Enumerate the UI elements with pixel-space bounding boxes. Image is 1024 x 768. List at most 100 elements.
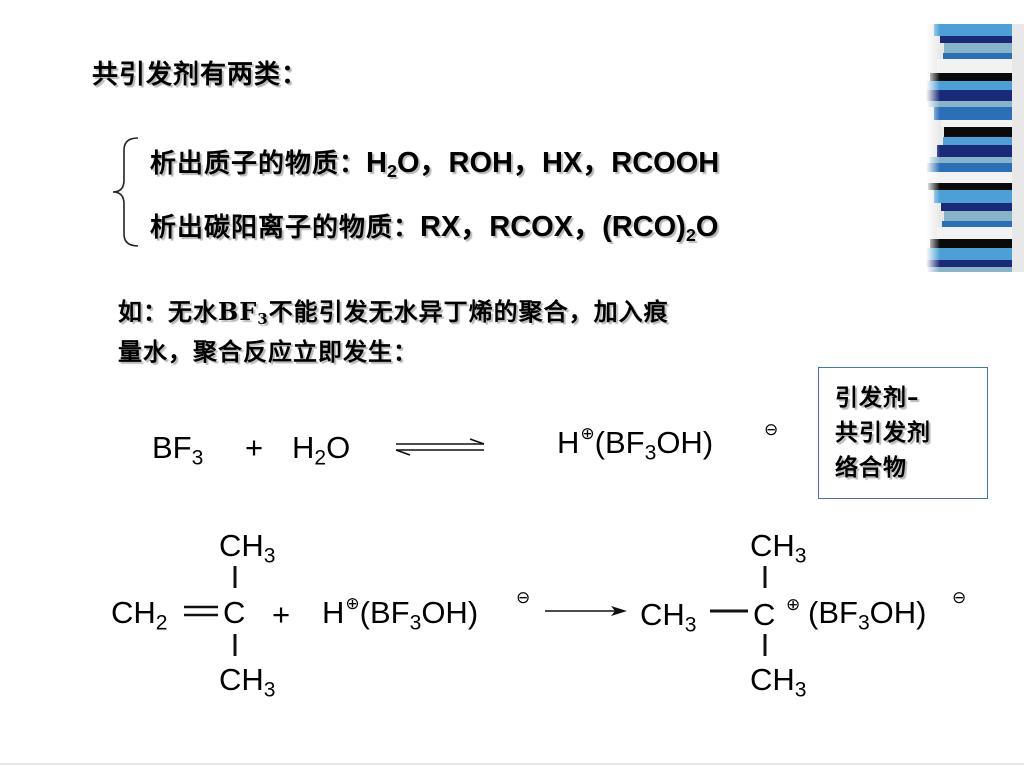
stripe	[940, 36, 1012, 43]
stripe	[926, 260, 1012, 267]
double-bond	[184, 605, 218, 617]
plus-sign: +	[272, 597, 291, 632]
carbocation-donor-formulas: RX，RCOX，(RCO)2O	[420, 211, 719, 246]
stripe	[941, 203, 1012, 211]
negative-charge-icon: ⊖	[516, 588, 531, 607]
reactant-water: H2O	[292, 430, 351, 468]
formula-part: H	[557, 425, 580, 460]
stripe	[942, 221, 1012, 227]
formula-subscript: 2	[155, 611, 168, 635]
complex-note-box: 引发剂– 共引发剂 络合物	[818, 367, 988, 499]
stripe	[928, 267, 1012, 272]
reaction-arrow-icon	[545, 606, 627, 616]
equilibrium-arrow-icon	[395, 438, 485, 456]
example-line-2: 量水，聚合反应立即发生：	[118, 337, 418, 366]
stripe	[944, 127, 1012, 137]
stripe	[928, 101, 1012, 107]
stripe	[934, 24, 1012, 36]
stripe	[937, 145, 1012, 157]
example-text: 不能引发无水异丁烯的聚合，加入痕	[268, 297, 669, 326]
formula-part: OH)	[421, 595, 479, 630]
stripe	[944, 43, 1012, 53]
proton-donor-line: 析出质子的物质：H2O，ROH，HX，RCOOH	[150, 139, 719, 181]
formula-subscript: 3	[191, 446, 204, 470]
formula-subscript: 3	[857, 611, 870, 635]
stripe	[928, 183, 1012, 190]
formula-part: CH	[640, 597, 685, 632]
formula-part: O	[695, 211, 719, 243]
formula-part: (BF	[808, 595, 858, 630]
stripe	[930, 73, 1012, 81]
formula-subscript: 2	[314, 446, 327, 470]
stripe	[941, 120, 1012, 127]
proton-donor-label: 析出质子的物质：	[150, 149, 367, 179]
stripe	[926, 81, 1012, 90]
formula-subscript: 2	[386, 161, 397, 182]
carbocation-top-methyl: CH3	[750, 528, 807, 566]
bond-vertical-top	[763, 566, 767, 588]
example-formula-subscript: 3	[257, 310, 269, 329]
formula-part: CH	[219, 528, 264, 563]
positive-charge-icon: ⊕	[580, 424, 595, 443]
formula-part: O	[326, 430, 351, 465]
stripe	[926, 248, 1012, 260]
stripe	[934, 107, 1012, 120]
stripe	[944, 211, 1012, 221]
note-line: 共引发剂	[835, 419, 931, 446]
plus-sign: +	[245, 430, 264, 465]
carbocation-left-methyl: CH3	[640, 597, 697, 635]
formula-part: (BF	[594, 425, 645, 460]
decorative-striped-column	[926, 24, 1024, 272]
formula-part: H	[292, 430, 315, 465]
negative-charge-icon: ⊖	[952, 588, 967, 607]
stripe	[930, 239, 1012, 248]
example-formula: BF	[218, 297, 258, 326]
initiator-complex: H⊕(BF3OH)	[322, 594, 479, 633]
example-line-1: 如：无水BF3不能引发无水异丁烯的聚合，加入痕	[118, 292, 878, 332]
example-paragraph: 如：无水BF3不能引发无水异丁烯的聚合，加入痕 量水，聚合反应立即发生：	[118, 292, 878, 372]
formula-part: (BF	[359, 595, 410, 630]
proton-donor-formulas: H2O，ROH，HX，RCOOH	[366, 147, 720, 182]
example-text: 如：无水	[118, 297, 218, 326]
formula-subscript: 2	[685, 225, 696, 246]
page-heading: 共引发剂有两类：	[92, 60, 309, 90]
formula-subscript: 3	[684, 613, 697, 637]
formula-subscript: 3	[794, 678, 807, 702]
stripe	[943, 53, 1012, 59]
formula-subscript: 3	[263, 544, 276, 568]
negative-charge-icon: ⊖	[764, 420, 779, 439]
carbocation-bottom-methyl: CH3	[750, 662, 807, 700]
left-brace	[112, 137, 139, 247]
formula-subscript: 3	[644, 441, 657, 465]
formula-subscript: 3	[794, 544, 807, 568]
bond-vertical-bottom	[233, 634, 237, 656]
formula-part: O，ROH，HX，RCOOH	[396, 147, 720, 179]
formula-part: BF	[152, 430, 192, 465]
positive-charge-icon: ⊕	[786, 595, 801, 614]
formula-part: H	[366, 147, 387, 179]
stripe	[926, 90, 1012, 101]
isobutylene-carbon: C	[223, 595, 246, 630]
reactant-bf3: BF3	[152, 430, 203, 468]
formula-part: CH	[750, 662, 795, 697]
positive-charge-icon: ⊕	[345, 594, 360, 613]
stripe	[926, 172, 1012, 183]
formula-part: CH	[750, 528, 795, 563]
formula-part: OH)	[869, 595, 927, 630]
stripe	[934, 190, 1012, 203]
formula-part: RX，RCOX，(RCO)	[420, 211, 686, 243]
bond-vertical-bottom	[763, 634, 767, 656]
stripe	[937, 227, 1012, 239]
formula-subscript: 3	[263, 678, 276, 702]
footer-divider	[0, 763, 1024, 765]
stripe	[943, 137, 1012, 145]
stripe	[937, 59, 1012, 73]
note-line: 引发剂–	[835, 384, 920, 411]
bond-vertical-top	[233, 566, 237, 588]
carbocation-donor-label: 析出碳阳离子的物质：	[150, 213, 421, 243]
isobutylene-bottom-methyl: CH3	[219, 664, 276, 700]
isobutylene-top-methyl: CH3	[219, 528, 276, 566]
product-complex: H⊕(BF3OH)	[557, 424, 713, 463]
isobutylene-ch2: CH2	[111, 597, 168, 633]
carbocation-carbon: C	[753, 597, 776, 632]
